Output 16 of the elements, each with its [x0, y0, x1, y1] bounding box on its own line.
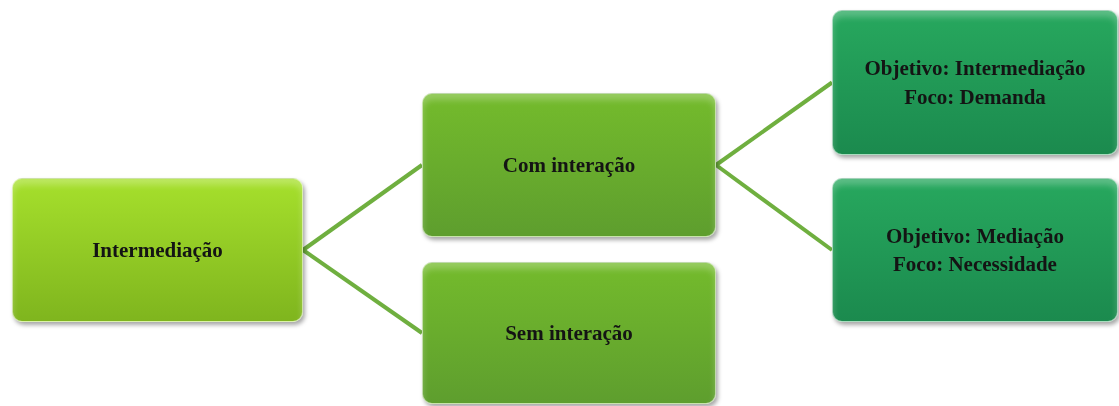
box-label: Intermediação: [92, 236, 223, 264]
box-label: Com interação: [502, 151, 636, 179]
rounded-box: [422, 93, 716, 237]
rounded-box: [832, 178, 1118, 322]
rounded-box: [832, 10, 1118, 155]
box-label: Objetivo: Intermediação: [864, 55, 1086, 83]
connector-line: [714, 163, 834, 252]
box-label: Objetivo: Mediação: [886, 222, 1064, 250]
box-label: Sem interação: [505, 319, 633, 347]
connector-line: [714, 80, 834, 167]
box-label: Foco: Necessidade: [893, 251, 1057, 278]
rounded-box: [422, 262, 716, 404]
box-label: Foco: Demanda: [904, 83, 1046, 111]
connector-line: [301, 248, 424, 335]
connector-line: [301, 163, 424, 252]
rounded-box: [12, 178, 303, 322]
